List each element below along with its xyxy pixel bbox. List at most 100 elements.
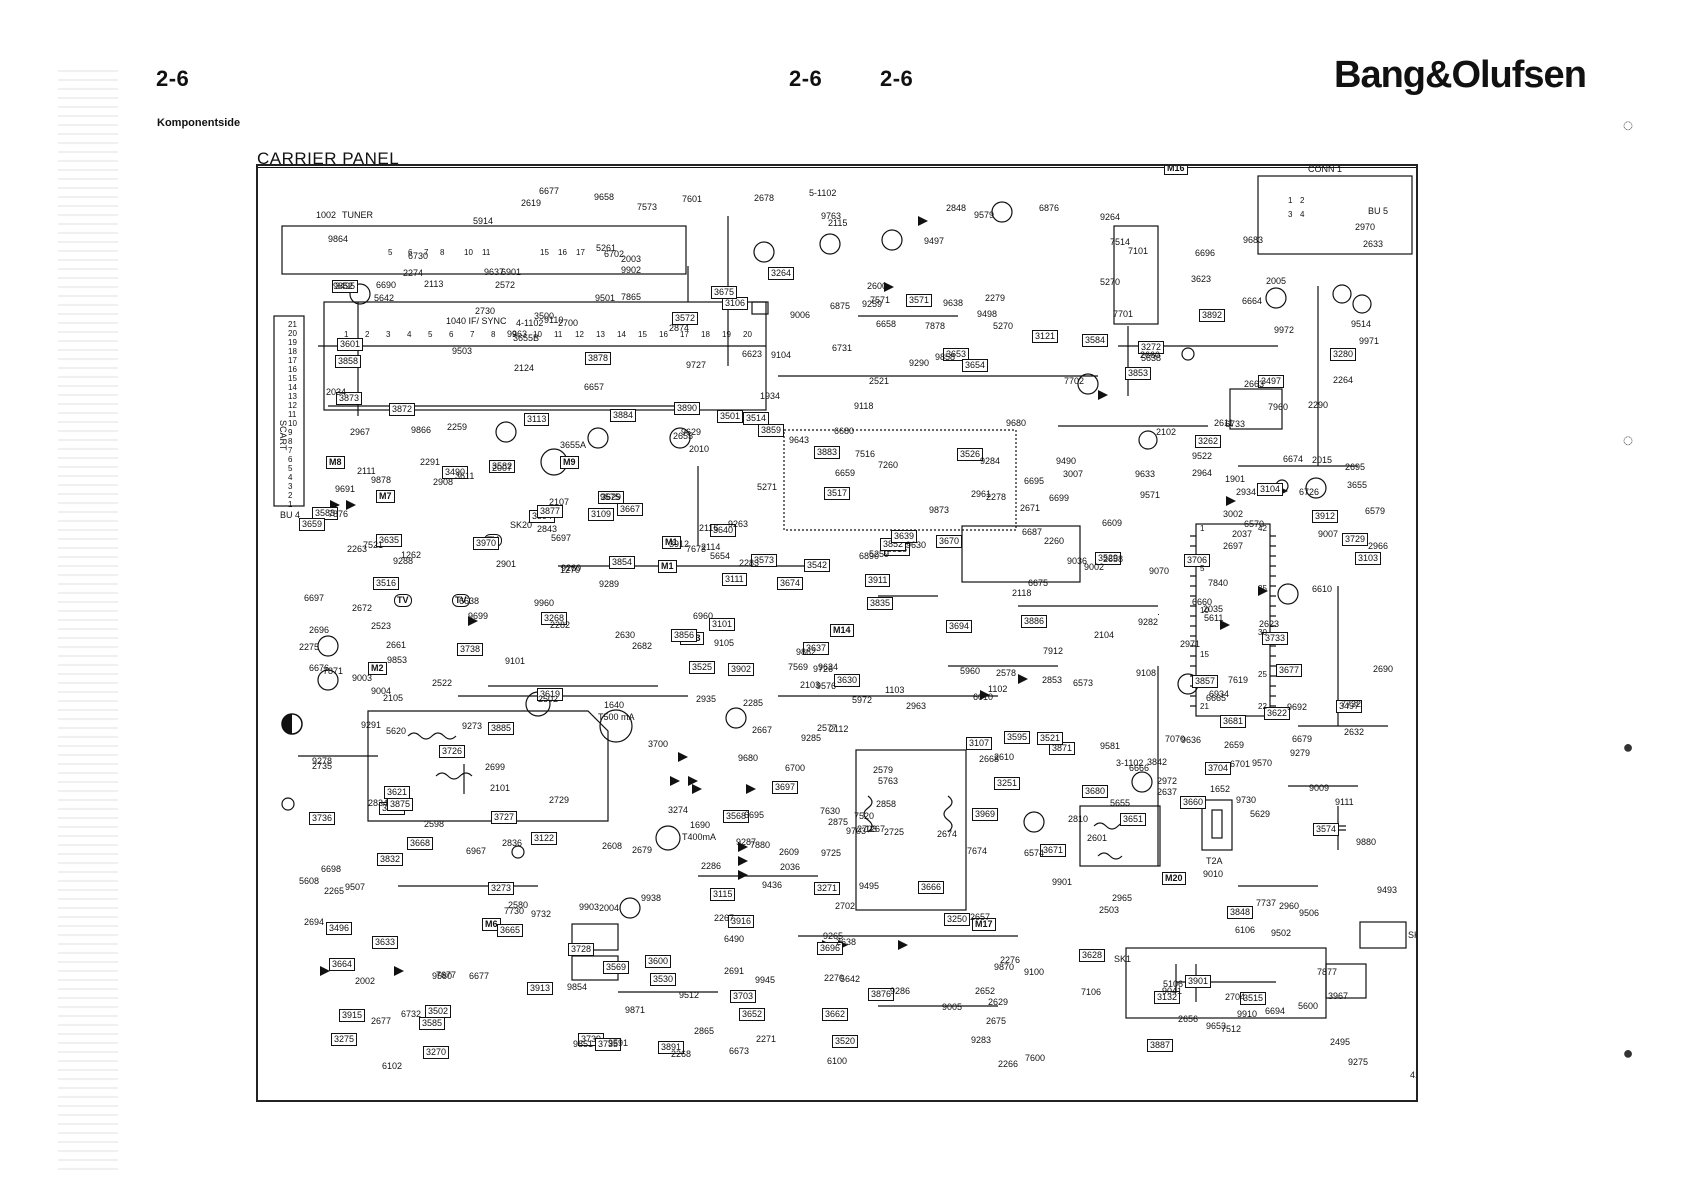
component-label: 9041 — [1162, 986, 1183, 996]
component-label: 9699 — [468, 611, 489, 621]
component-label: 6100 — [827, 1056, 848, 1066]
component-label: 6638 — [459, 596, 480, 606]
resistor-label: 3264 — [768, 267, 795, 280]
resistor-label: 3675 — [711, 286, 738, 299]
component-label: 2691 — [724, 966, 745, 976]
resistor-label: 3521 — [1037, 732, 1064, 745]
component-label: 2703 — [857, 824, 878, 834]
resistor-label: 3132 — [1154, 991, 1181, 1004]
component-label: 9290 — [909, 358, 930, 368]
resistor-label: 3275 — [331, 1033, 358, 1046]
component-label: 2729 — [549, 795, 570, 805]
component-label: 9938 — [641, 893, 662, 903]
pin-number: 1 — [1200, 524, 1205, 533]
component-label: 5629 — [1250, 809, 1271, 819]
component-label: 9971 — [1359, 336, 1380, 346]
component-label: 2004 — [599, 903, 620, 913]
pin-number: 17 — [680, 330, 689, 339]
resistor-label: 3671 — [1040, 844, 1067, 857]
component-label: 2118 — [1012, 588, 1032, 598]
component-label: 2901 — [496, 559, 517, 569]
component-label: 5270 — [1100, 277, 1121, 287]
pin-number: 19 — [288, 338, 297, 347]
pin-number: 8 — [491, 330, 496, 339]
component-label: 7106 — [1081, 987, 1102, 997]
component-label: 9522 — [1192, 451, 1213, 461]
resistor-label: 3251 — [994, 777, 1021, 790]
fuse-1690-label: 1690 — [690, 820, 711, 830]
component-label: 2695 — [1345, 462, 1366, 472]
resistor-label: 3970 — [473, 537, 500, 550]
component-label: 9581 — [1100, 741, 1121, 751]
component-label: 2279 — [985, 293, 1006, 303]
component-label: 9575 — [600, 492, 621, 502]
resistor-label: 3568 — [723, 810, 750, 823]
component-label: 9576 — [816, 681, 837, 691]
component-label: 6726 — [1299, 487, 1320, 497]
component-label: 2690 — [1373, 664, 1394, 674]
component-label: 3611 — [455, 471, 475, 481]
component-label: 1267 — [865, 824, 886, 834]
component-label: 1262 — [401, 550, 422, 560]
resistor-label: 3666 — [918, 881, 945, 894]
resistor-label: 3654 — [962, 359, 989, 372]
component-label: 9070 — [1149, 566, 1170, 576]
resistor-label: 3733 — [1262, 632, 1289, 645]
punch-hole-icon: ◌ — [1622, 115, 1634, 135]
component-label: 7677 — [436, 970, 457, 980]
component-label: 7702 — [1064, 376, 1085, 386]
resistor-label: 3854 — [609, 556, 636, 569]
component-label: 9436 — [762, 880, 783, 890]
component-label: 2960 — [1279, 901, 1300, 911]
component-label: 7512 — [1221, 1024, 1242, 1034]
component-label: 9870 — [994, 962, 1015, 972]
component-label: 9658 — [594, 192, 615, 202]
component-label: 3623 — [1191, 274, 1212, 284]
component-label: 2667 — [752, 725, 773, 735]
component-label: 9634 — [818, 662, 839, 672]
component-label: 1934 — [760, 391, 781, 401]
component-label: 2034 — [326, 387, 347, 397]
resistor-label: 3848 — [1227, 906, 1254, 919]
component-label: 6666 — [1129, 763, 1150, 773]
component-label: 7730 — [504, 906, 525, 916]
ic-7840-label: 7840 — [1208, 578, 1229, 588]
component-label: 9279 — [1290, 748, 1311, 758]
pin-number: 14 — [617, 330, 626, 339]
component-label: 2656 — [1178, 1014, 1199, 1024]
component-label: 2268 — [671, 1049, 692, 1059]
scan-edge-artifact — [58, 70, 118, 1170]
component-label: 2291 — [420, 457, 441, 467]
pin-number: 18 — [701, 330, 710, 339]
component-label: 1901 — [1225, 474, 1246, 484]
component-label: 2278 — [986, 492, 1007, 502]
component-label: 7619 — [1228, 675, 1249, 685]
component-label: 9636 — [1181, 735, 1202, 745]
component-label: 2963 — [906, 701, 927, 711]
resistor-label: 3832 — [377, 853, 404, 866]
component-label: 6698 — [321, 864, 342, 874]
component-label: 9009 — [1309, 783, 1330, 793]
component-label: 9495 — [859, 881, 880, 891]
pin-number: 20 — [288, 329, 297, 338]
component-label: 2002 — [355, 976, 376, 986]
component-label: 9101 — [505, 656, 526, 666]
pin-number: 3 — [386, 330, 391, 339]
resistor-label: 3111 — [722, 573, 747, 586]
component-label: 6690 — [376, 280, 397, 290]
component-label: 2836 — [502, 838, 523, 848]
component-label: 9493 — [1377, 885, 1398, 895]
resistor-label: 3490 — [442, 466, 469, 479]
resistor-label: 3652 — [739, 1008, 766, 1021]
component-label: 6677 — [469, 971, 490, 981]
component-label: 6676 — [309, 663, 330, 673]
pin-number: 6 — [449, 330, 454, 339]
component-label: 2036 — [780, 862, 801, 872]
component-label: 2010 — [689, 444, 710, 454]
component-label: 3655 — [1347, 480, 1368, 490]
resistor-label: 3619 — [537, 688, 564, 701]
component-label: 9972 — [1274, 325, 1295, 335]
resistor-label: 3280 — [1330, 348, 1357, 361]
component-label: 9852 — [333, 281, 354, 291]
component-label: 9629 — [681, 427, 702, 437]
